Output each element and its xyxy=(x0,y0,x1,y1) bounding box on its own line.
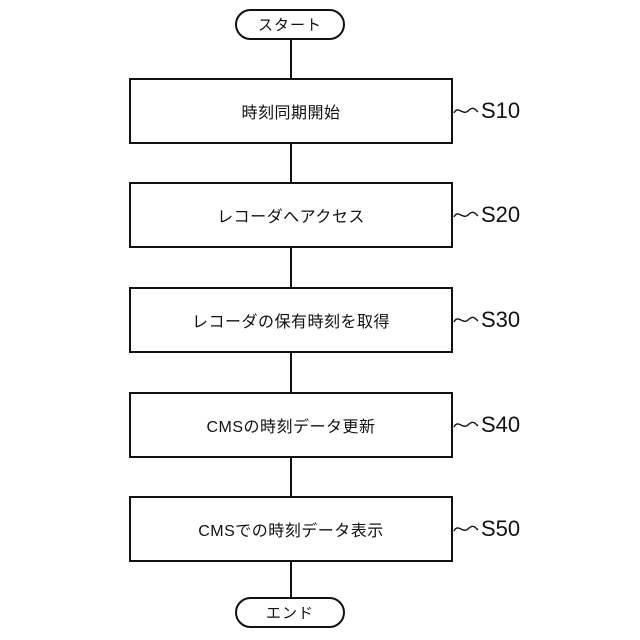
start-terminal: スタート xyxy=(235,9,345,40)
ref-text: S20 xyxy=(481,202,521,227)
connector-line xyxy=(290,458,292,496)
process-label: レコーダへアクセス xyxy=(217,209,365,226)
ref-label-s20: S20 xyxy=(453,202,520,228)
connector-line xyxy=(290,144,292,182)
process-box-s40: CMSの時刻データ更新 xyxy=(129,392,453,458)
process-label: 時刻同期開始 xyxy=(241,105,341,122)
process-box-s30: レコーダの保有時刻を取得 xyxy=(129,287,453,353)
ref-label-s50: S50 xyxy=(453,516,520,542)
squiggle-leader-icon xyxy=(453,211,479,218)
process-label: CMSでの時刻データ表示 xyxy=(198,523,384,540)
process-box-s20: レコーダへアクセス xyxy=(129,182,453,248)
process-label: レコーダの保有時刻を取得 xyxy=(191,314,390,331)
connector-line xyxy=(290,562,292,598)
ref-text: S50 xyxy=(481,516,521,541)
connector-line xyxy=(290,353,292,392)
process-box-s50: CMSでの時刻データ表示 xyxy=(129,496,453,562)
squiggle-leader-icon xyxy=(453,107,479,114)
squiggle-leader-icon xyxy=(453,421,479,428)
start-terminal-label: スタート xyxy=(257,17,322,34)
ref-label-s30: S30 xyxy=(453,307,520,333)
ref-label-s40: S40 xyxy=(453,412,520,438)
end-terminal: エンド xyxy=(235,597,345,628)
process-label: CMSの時刻データ更新 xyxy=(206,419,376,436)
ref-text: S10 xyxy=(481,98,521,123)
ref-label-s10: S10 xyxy=(453,98,520,124)
ref-text: S30 xyxy=(481,307,521,332)
connector-line xyxy=(290,248,292,287)
connector-line xyxy=(290,39,292,78)
ref-text: S40 xyxy=(481,412,521,437)
process-box-s10: 時刻同期開始 xyxy=(129,78,453,144)
end-terminal-label: エンド xyxy=(265,605,314,622)
squiggle-leader-icon xyxy=(453,525,479,532)
squiggle-leader-icon xyxy=(453,316,479,323)
